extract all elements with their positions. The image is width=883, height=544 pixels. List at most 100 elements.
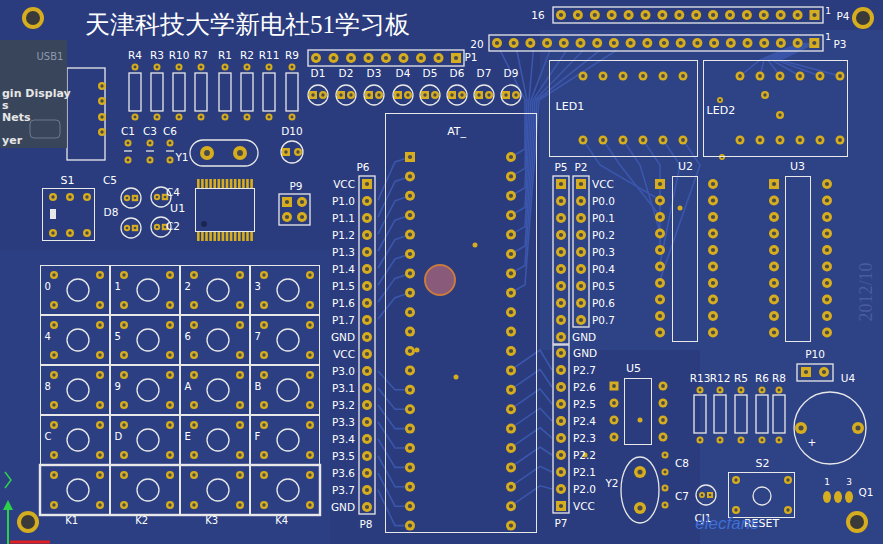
designator: 7 <box>255 332 261 342</box>
axis-y <box>7 508 9 544</box>
drill-hole <box>365 182 369 186</box>
drill-hole <box>711 13 715 17</box>
silkscreen-label: GND <box>573 348 597 359</box>
drill-hole <box>365 267 369 271</box>
pad <box>726 38 736 48</box>
drill-hole <box>122 403 125 406</box>
silkscreen-label: Y2 <box>605 478 618 489</box>
pad <box>405 191 415 201</box>
drill-hole <box>579 182 583 186</box>
drill-hole <box>308 453 311 456</box>
smd-pin <box>230 179 233 188</box>
drill-hole <box>838 74 842 78</box>
drill-hole <box>559 419 563 423</box>
smd-pin <box>218 232 221 241</box>
pad <box>556 433 566 443</box>
drill-hole <box>528 41 532 45</box>
silkscreen-label: P3.7 <box>332 485 355 496</box>
pad <box>691 10 701 20</box>
drill-hole <box>509 524 513 528</box>
header-outline <box>553 176 569 344</box>
pad <box>49 229 57 237</box>
switch-outline: S1 <box>42 188 95 241</box>
silkscreen-label: P3.3 <box>332 417 355 428</box>
drill-hole <box>365 284 369 288</box>
drill-hole <box>204 150 210 156</box>
pad <box>260 451 268 459</box>
silkscreen-label: D6 <box>450 68 465 79</box>
designator: K2 <box>135 516 148 526</box>
pad <box>506 288 516 298</box>
drill-hole <box>168 373 171 376</box>
pad <box>776 387 783 394</box>
pad <box>559 38 569 48</box>
drill-hole <box>658 198 662 202</box>
drill-hole <box>595 41 599 45</box>
pad <box>801 367 811 377</box>
drill-hole <box>262 323 265 326</box>
silkscreen-label: C7 <box>675 491 689 502</box>
pad <box>756 136 765 145</box>
drill-hole <box>365 420 369 424</box>
pad <box>282 148 290 156</box>
pad <box>362 383 372 393</box>
pad <box>822 328 832 338</box>
drill-hole <box>192 503 195 506</box>
header-outline <box>553 345 569 513</box>
pad <box>120 451 128 459</box>
drill-hole <box>778 138 782 142</box>
resistor-outline <box>286 73 298 111</box>
pad <box>154 64 161 71</box>
silkscreen-label: P2 <box>574 162 587 173</box>
drill-hole <box>559 368 563 372</box>
pad <box>236 401 244 409</box>
pad <box>311 53 321 63</box>
pad <box>624 10 634 20</box>
pad <box>709 38 719 48</box>
silkscreen-label: GND <box>331 332 355 343</box>
drill-hole <box>779 13 783 17</box>
pad <box>405 404 415 414</box>
pad <box>556 365 566 375</box>
drill-hole <box>559 487 563 491</box>
designator: U2 <box>678 160 693 171</box>
drill-hole <box>581 74 585 78</box>
pad <box>260 301 268 309</box>
drill-hole <box>192 453 195 456</box>
silkscreen-label: R4 <box>128 50 142 61</box>
drill-hole <box>621 138 625 142</box>
pad <box>662 452 669 459</box>
silkscreen-label: USB1 <box>37 52 64 62</box>
copper-trace <box>378 371 410 390</box>
drill-hole <box>772 297 776 301</box>
pad <box>769 295 779 305</box>
silkscreen-label: elecfans <box>695 515 758 532</box>
silkscreen-label: C3 <box>143 126 157 137</box>
drill-hole <box>559 402 563 406</box>
pad <box>244 64 251 71</box>
drill-hole <box>134 197 137 200</box>
resistor-outline <box>219 73 231 111</box>
silkscreen-label: R5 <box>734 373 748 384</box>
drill-hole <box>711 182 715 186</box>
key-button <box>137 479 159 501</box>
drill-hole <box>711 248 715 252</box>
copper-trace <box>378 490 410 526</box>
drill-hole <box>98 403 101 406</box>
drill-hole <box>339 93 342 96</box>
drill-hole <box>661 435 665 439</box>
silkscreen-label: P2.3 <box>573 433 596 444</box>
pad <box>822 311 832 321</box>
smd-pin <box>250 179 253 188</box>
drill-hole <box>169 142 172 145</box>
drill-hole <box>156 116 159 119</box>
drill-hole <box>308 323 311 326</box>
pad <box>708 295 718 305</box>
pad <box>96 401 104 409</box>
key-button <box>277 329 299 351</box>
drill-hole <box>699 439 702 442</box>
drill-hole <box>559 504 563 508</box>
drill-hole <box>308 273 311 276</box>
pad <box>738 387 745 394</box>
